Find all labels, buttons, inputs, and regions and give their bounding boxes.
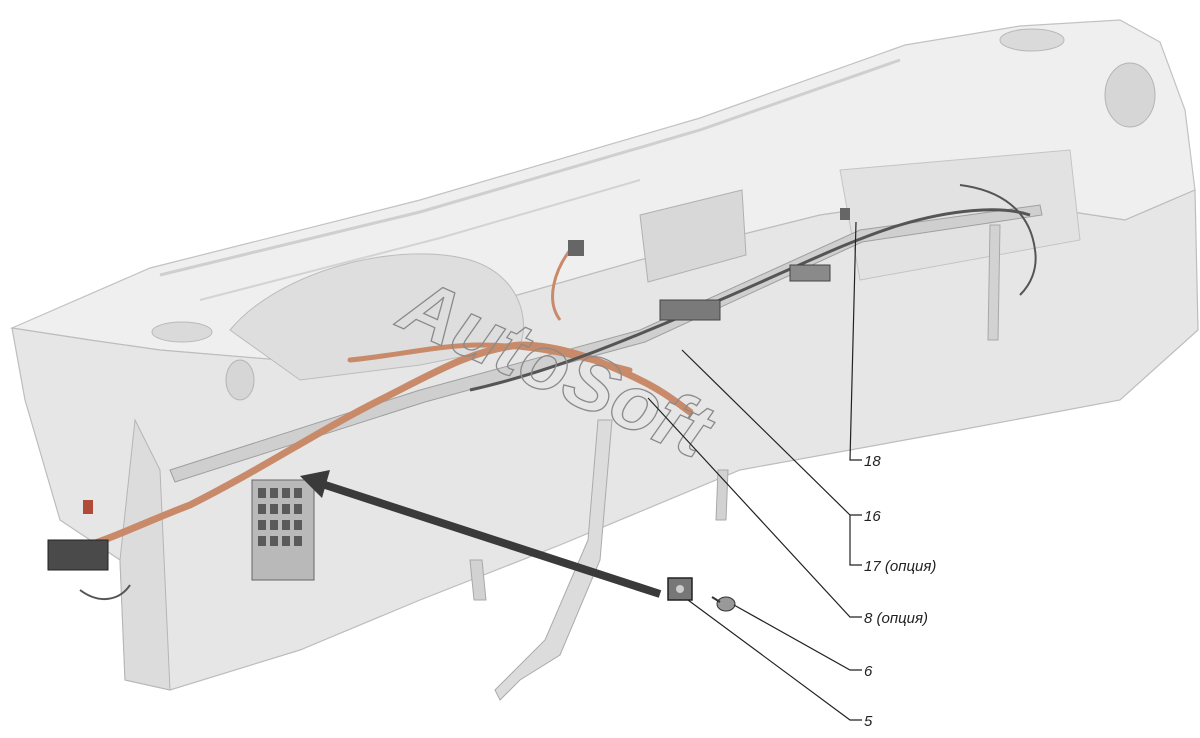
harness-branch xyxy=(551,249,572,321)
left-air-vent xyxy=(225,359,255,401)
steering-column-support xyxy=(494,419,613,701)
harness-dark-run xyxy=(469,208,1031,392)
left-speaker-cup xyxy=(151,321,213,343)
leader-6 xyxy=(733,604,862,671)
harness-dark-run xyxy=(959,184,1037,296)
callout-labels: 18 16 17 (опция) 8 (опция) 6 5 xyxy=(864,453,936,730)
instrument-panel xyxy=(9,19,1199,701)
leader-17 xyxy=(849,515,862,566)
leader-18 xyxy=(849,221,862,461)
right-speaker-cup xyxy=(999,28,1065,52)
connectors xyxy=(47,208,850,612)
wiring-harness xyxy=(56,184,1037,600)
callout-5: 5 xyxy=(864,713,873,730)
bracket-leg xyxy=(987,224,1001,341)
fuse-box-fuses xyxy=(258,488,302,546)
part-6-clip xyxy=(716,596,736,612)
defrost-groove xyxy=(159,58,901,277)
defrost-groove-2 xyxy=(199,179,641,301)
harness-dark-run xyxy=(79,584,131,600)
part-6-shaft xyxy=(711,596,721,603)
callout-6: 6 xyxy=(864,663,873,680)
connector-cluster xyxy=(659,299,721,321)
bracket-leg xyxy=(715,469,729,521)
harness-branch xyxy=(347,342,633,373)
leader-5 xyxy=(687,599,862,721)
callout-17-option: 17 (опция) xyxy=(864,558,936,575)
part-5-hole xyxy=(676,585,684,593)
panel-left-side xyxy=(119,418,171,691)
pointer-arrow-head xyxy=(300,470,330,498)
bracket-leg xyxy=(469,559,487,601)
pointer-arrow-shaft xyxy=(314,478,662,598)
center-connector xyxy=(568,240,584,256)
connector-top xyxy=(840,208,850,220)
callout-16: 16 xyxy=(864,508,881,525)
left-connector-block xyxy=(47,539,109,571)
pointer-arrow xyxy=(300,470,662,598)
leader-8 xyxy=(647,397,862,618)
callout-8-option: 8 (опция) xyxy=(864,610,928,627)
right-air-vent xyxy=(1104,62,1156,128)
red-connector xyxy=(83,500,93,514)
leader-lines xyxy=(647,221,862,721)
callout-18: 18 xyxy=(864,453,881,470)
harness-main xyxy=(56,341,694,559)
connector-right xyxy=(789,264,831,282)
center-display xyxy=(639,189,747,283)
